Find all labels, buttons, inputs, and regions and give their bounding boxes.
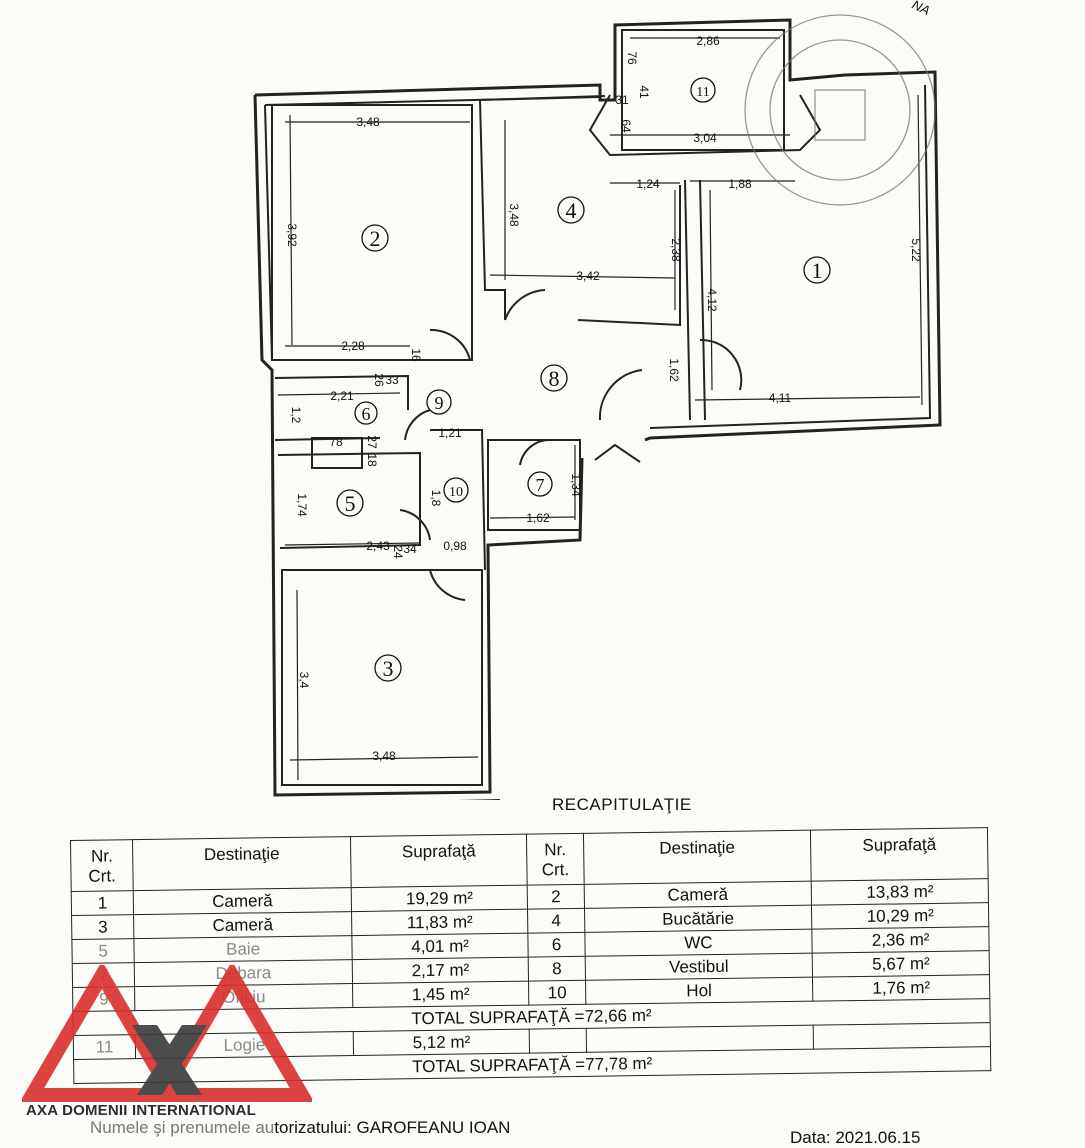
dimension-label: 31 — [615, 93, 629, 107]
dimension-label: 78 — [329, 435, 343, 449]
dimension-label: 76 — [625, 51, 639, 65]
dimension-label: 1,34 — [569, 473, 583, 497]
dimension-label: 3,42 — [576, 269, 600, 283]
col-nr: Nr. Crt. — [526, 833, 584, 886]
dimension-label: 5,22 — [909, 238, 923, 262]
dimension-label: 2,28 — [341, 339, 365, 353]
dimension-label: 3,48 — [356, 115, 380, 129]
room-number: 10 — [449, 485, 463, 500]
room-number: 7 — [536, 475, 545, 495]
dimension-label: 3,48 — [372, 749, 396, 763]
dimension-label: 3,92 — [285, 223, 299, 247]
room-number: 4 — [566, 198, 577, 223]
dimension-label: 41 — [637, 85, 651, 99]
footer-rest: torizatului: GAROFEANU IOAN — [274, 1118, 511, 1137]
dimension-label: 3,04 — [693, 131, 717, 145]
dimension-label: 2,86 — [696, 34, 720, 48]
dimension-label: 2,43 — [366, 539, 390, 553]
dimension-label: 2,21 — [330, 389, 354, 403]
floor-plan: 1 2 3 4 5 6 7 8 9 10 11 2,86 76 31 41 64 3,04… — [253, 14, 942, 800]
room-number: 11 — [696, 85, 709, 100]
dimension-label: 34 — [403, 542, 417, 556]
dimension-label: 18 — [365, 453, 379, 467]
recap-title: RECAPITULAŢIE — [552, 795, 692, 814]
col-sup: Suprafaţă — [810, 827, 989, 882]
dimension-label: 3,4 — [297, 672, 311, 689]
logo-text: AXA DOMENII INTERNATIONAL — [26, 1102, 256, 1119]
dimension-label: 27 — [365, 435, 379, 449]
col-dest: Destinaţie — [132, 836, 351, 891]
dimension-label: 16 — [409, 348, 423, 362]
dimension-label: 1,88 — [728, 177, 752, 191]
dimension-label: 1,62 — [526, 511, 550, 525]
room-number: 9 — [435, 393, 444, 413]
dimension-label: 1,62 — [667, 358, 681, 382]
room-number: 2 — [370, 226, 381, 251]
footer-line: Numele şi prenumele autorizatului: GAROF… — [90, 1118, 510, 1138]
dimension-label: 24 — [391, 545, 405, 559]
dimension-label: 1,74 — [295, 493, 309, 517]
room-number: 1 — [812, 258, 823, 283]
dimension-label: 26 — [372, 373, 386, 387]
dimension-label: 4,12 — [705, 288, 719, 312]
dimension-label: 33 — [385, 373, 399, 387]
dimension-label: 1,24 — [636, 177, 660, 191]
dimension-label: 0,98 — [443, 539, 467, 553]
room-number: 6 — [362, 404, 371, 424]
dimension-label: 64 — [619, 119, 633, 133]
room-number: 5 — [345, 491, 356, 516]
dimension-label: 1,21 — [438, 426, 462, 440]
dimension-label: 4,11 — [769, 391, 792, 405]
dimension-label: 1,8 — [429, 490, 443, 507]
col-sup: Suprafaţă — [350, 834, 528, 888]
room-number: 3 — [383, 656, 394, 681]
footer-prefix: Numele şi prenumele au — [90, 1118, 275, 1137]
dimension-label: 3,48 — [507, 203, 521, 227]
date-label: Data: 2021.06.15 — [790, 1128, 921, 1147]
dimension-label: 2,38 — [669, 238, 683, 262]
col-dest: Destinaţie — [583, 830, 812, 885]
col-nr: Nr. Crt. — [70, 839, 134, 892]
room-number: 8 — [549, 366, 560, 391]
axa-logo-icon — [22, 965, 312, 1102]
dimension-label: 1,2 — [289, 407, 303, 424]
